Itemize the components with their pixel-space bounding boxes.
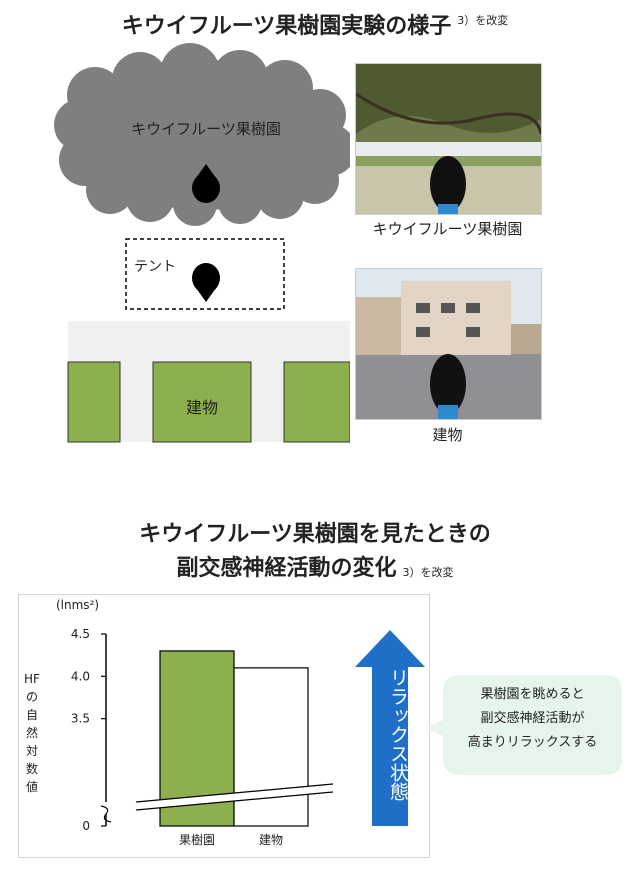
layout-diagram	[54, 43, 350, 443]
y-axis-title-char: 値	[25, 780, 38, 794]
orchard-photo-caption: キウイフルーツ果樹園	[372, 220, 523, 238]
axis-break-line	[135, 791, 334, 811]
bubble-line: 副交感神経活動が	[480, 711, 585, 726]
y-axis-title-char: 対	[25, 744, 38, 758]
y-axis-title: HF の 自 然 対 数 値	[24, 670, 40, 796]
axis-break-gap	[135, 784, 334, 810]
person-icon	[192, 263, 220, 302]
building-photo	[355, 268, 542, 420]
bubble-line: 高まりリラックスする	[467, 735, 598, 750]
y-tick-label: 0	[82, 819, 90, 833]
tent-label: テント	[134, 259, 176, 275]
experiment-title: キウイフルーツ果樹園実験の様子	[121, 14, 452, 39]
speech-bubble	[426, 675, 622, 775]
building-center	[152, 361, 252, 443]
relax-arrow-label: リラックス状態	[387, 668, 409, 801]
chart-title-line2: 副交感神経活動の変化	[176, 556, 397, 581]
orchard-cloud	[54, 43, 350, 226]
y-tick-label: 4.0	[71, 669, 90, 683]
y-axis-title-char: 数	[25, 762, 38, 776]
building-left	[67, 361, 121, 443]
relax-arrow	[355, 630, 425, 826]
x-category-label: 建物	[259, 833, 283, 847]
building-photo-caption: 建物	[432, 426, 463, 444]
chart-title-note: 3）を改変	[402, 566, 454, 579]
y-tick-label: 3.5	[71, 712, 90, 726]
chart-title: キウイフルーツ果樹園を見たときの 副交感神経活動の変化 3）を改変	[0, 518, 630, 586]
person-icon	[192, 164, 220, 203]
bar-chart: 4.5 4.0 3.5 0 果樹園 建物	[71, 627, 334, 847]
x-category-label: 果樹園	[179, 833, 215, 847]
building-right	[283, 361, 350, 443]
page-title: キウイフルーツ果樹園実験の様子 3）を改変	[0, 8, 630, 40]
y-axis-title-char: 自	[25, 708, 38, 722]
bubble-line: 果樹園を眺めると	[480, 687, 585, 702]
y-axis-title-char: の	[25, 690, 38, 704]
bar-2	[233, 667, 309, 827]
orchard-photo	[355, 63, 542, 215]
building-label: 建物	[185, 398, 218, 417]
y-axis-break-mark	[100, 805, 112, 823]
speech-bubble-text: 果樹園を眺めると 副交感神経活動が 高まりリラックスする	[445, 683, 620, 755]
y-tick-label: 4.5	[71, 627, 90, 641]
y-axis-title-char: HF	[24, 672, 40, 686]
chart-title-line1: キウイフルーツ果樹園を見たときの	[139, 522, 491, 547]
orchard-label: キウイフルーツ果樹園	[131, 120, 281, 138]
axis-break-line	[135, 783, 334, 803]
tent-box	[125, 238, 285, 310]
y-unit-label: (lnms²)	[56, 598, 100, 612]
title-note: 3）を改変	[457, 14, 509, 27]
y-axis-title-char: 然	[25, 726, 38, 740]
